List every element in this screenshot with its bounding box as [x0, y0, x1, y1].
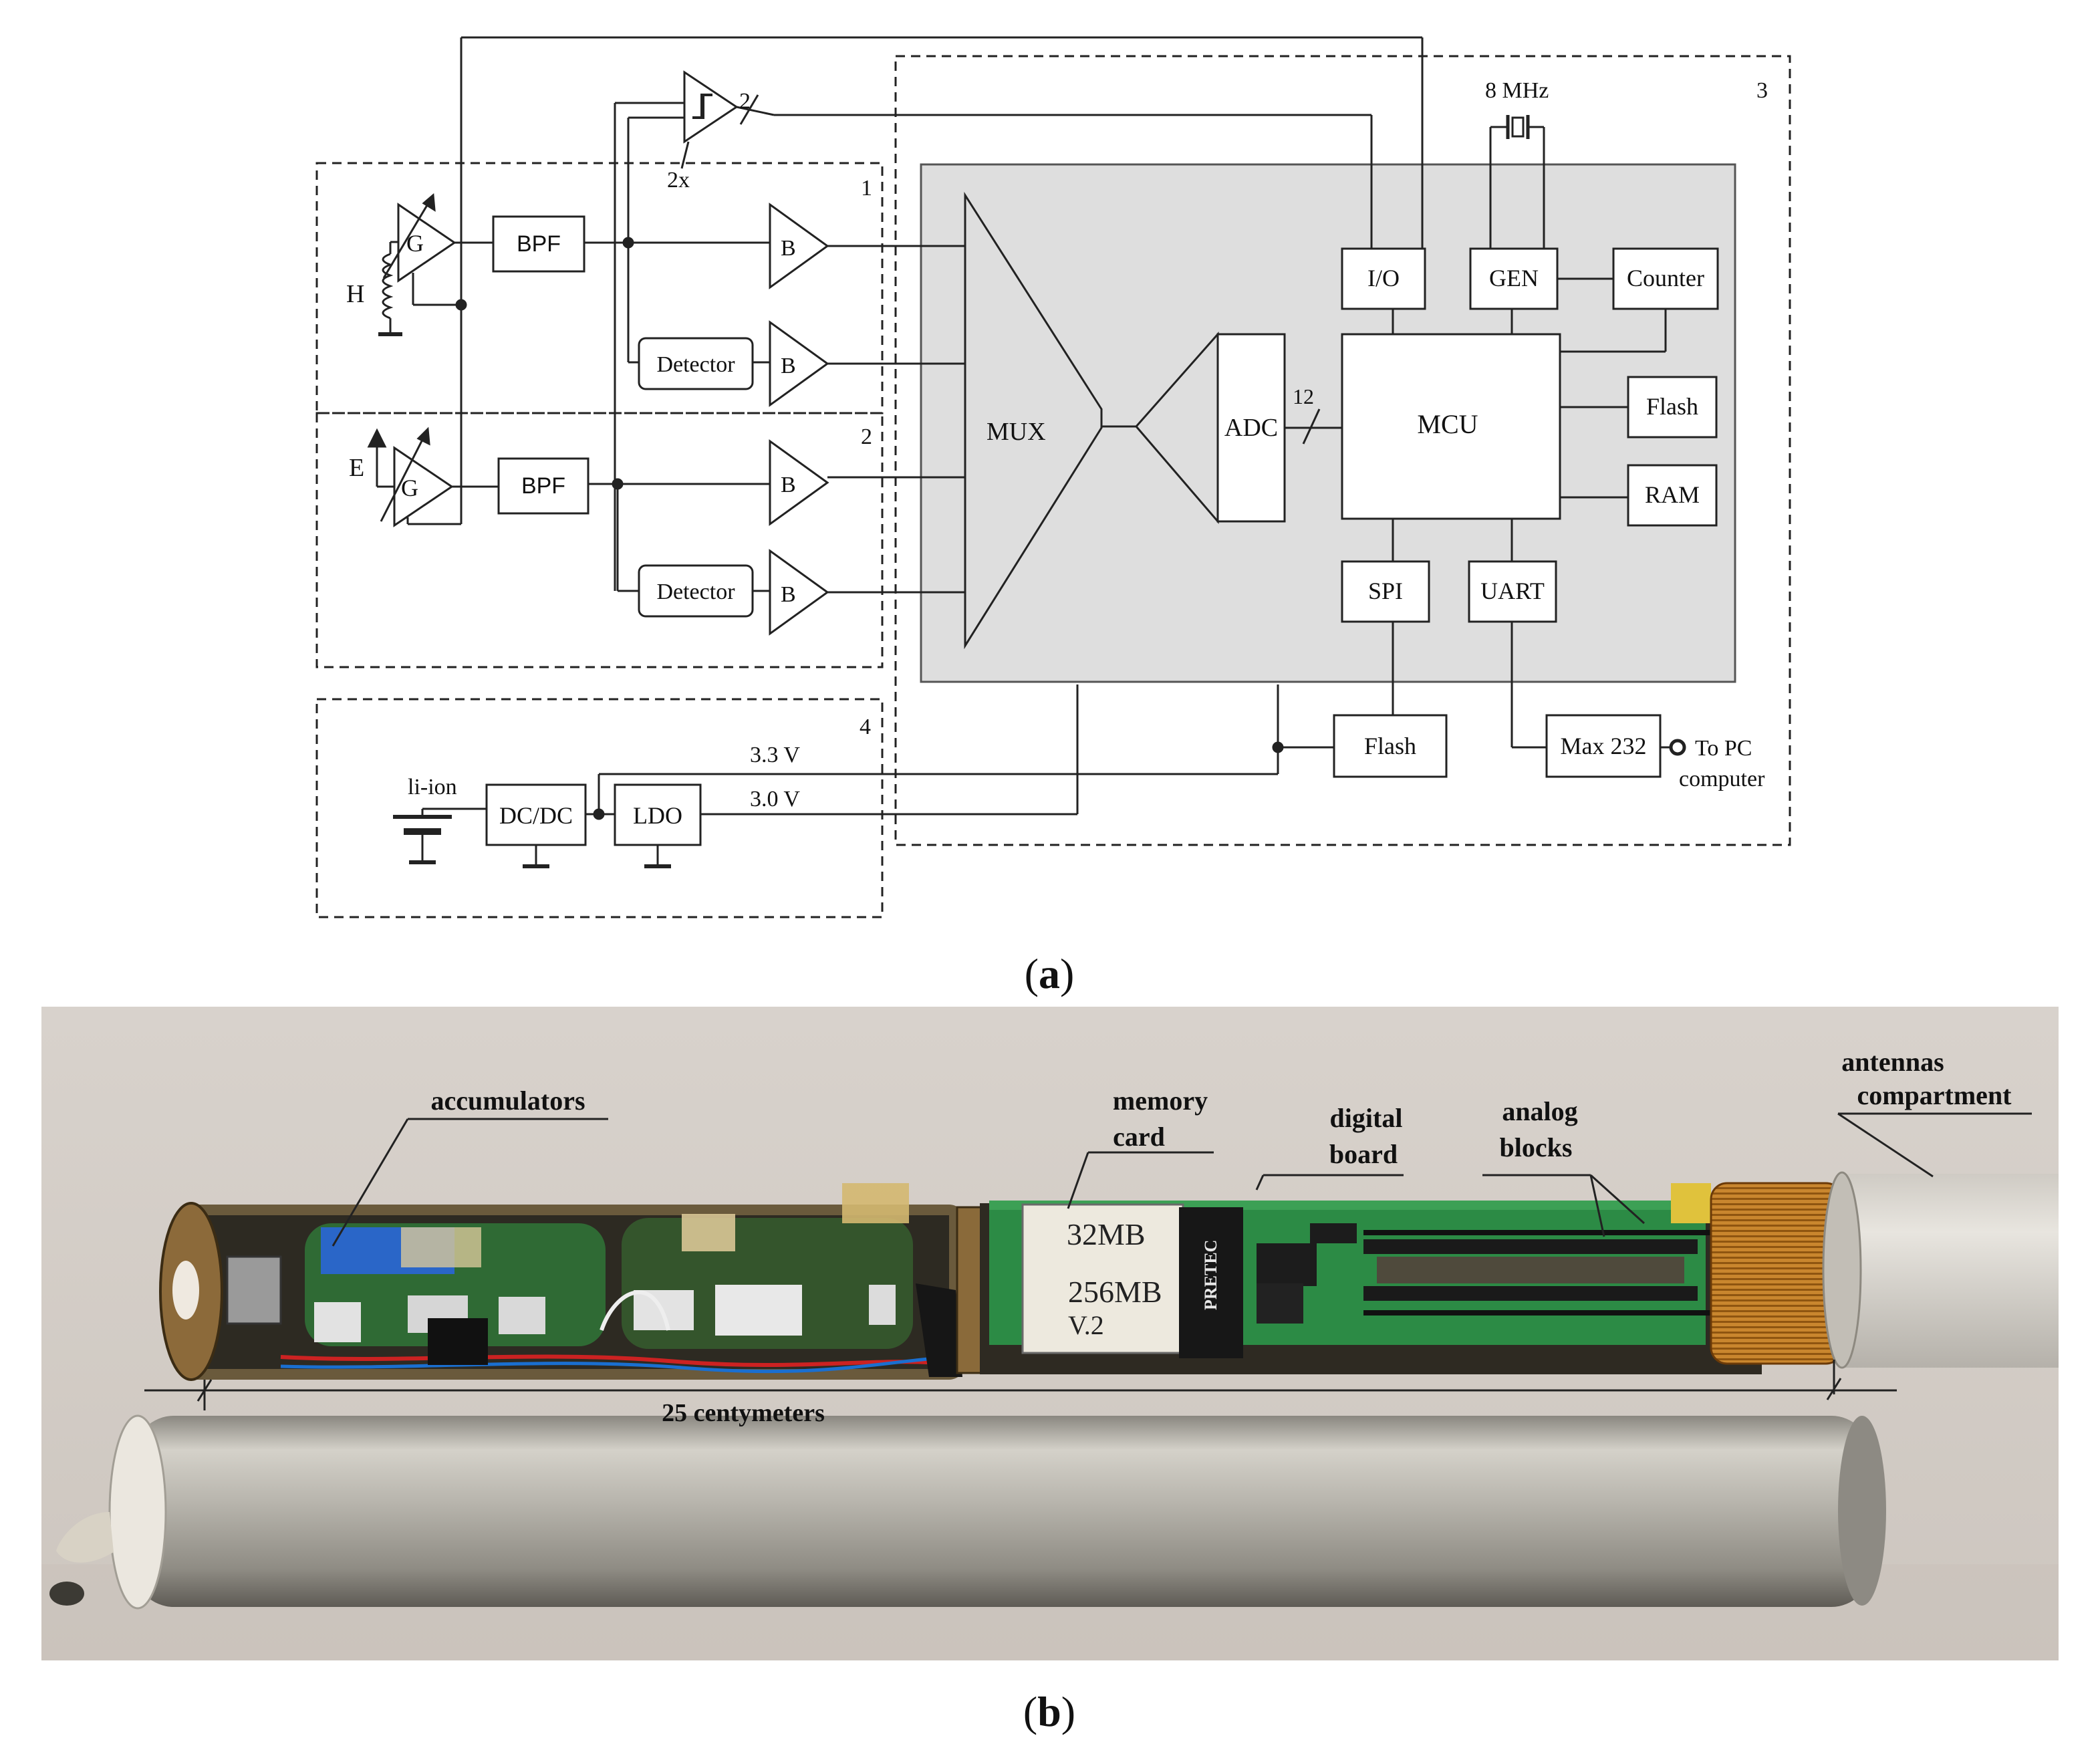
e-antenna-icon [367, 428, 394, 488]
caption-a: (a) [1025, 950, 1075, 997]
card-text-2: 256MB [1068, 1275, 1162, 1309]
io-label: I/O [1367, 265, 1400, 291]
spi-label: SPI [1368, 578, 1403, 604]
open-probe-body: 32MB 256MB V.2 PRETEC [159, 1171, 2059, 1381]
tube-tip [49, 1582, 84, 1606]
flash-block-bottom [1333, 714, 1448, 778]
mcu [1341, 333, 1561, 520]
label-antennas-2: compartment [1857, 1080, 2012, 1110]
to-pc-label-2: computer [1679, 767, 1765, 791]
flash-right-label: Flash [1646, 393, 1698, 420]
memory-card [1021, 1203, 1184, 1354]
label-digital-board-2: board [1329, 1139, 1398, 1169]
bus-12-label: 12 [1293, 384, 1314, 408]
uart-label: UART [1480, 578, 1545, 604]
pc-port-icon [1669, 739, 1686, 756]
label-antennas-1: antennas [1841, 1047, 1944, 1077]
block-number-4: 4 [860, 715, 871, 739]
schmitt-comparator [683, 70, 739, 144]
gen-label: GEN [1489, 265, 1539, 291]
comparator-multiplier-label: 2x [667, 168, 690, 193]
block-number-2: 2 [861, 424, 872, 449]
mux-label: MUX [987, 418, 1046, 446]
crystal-label: 8 MHz [1485, 78, 1549, 103]
e-antenna-label: E [349, 454, 364, 482]
dcdc-label: DC/DC [499, 802, 573, 829]
label-memory-card-2: card [1113, 1122, 1165, 1152]
buffer-4 [769, 549, 829, 636]
ram-label: RAM [1645, 481, 1700, 508]
label-accumulators: accumulators [430, 1086, 585, 1116]
buffer-4-label: B [781, 582, 796, 607]
h-antenna-label: H [346, 280, 364, 308]
flash-block-right [1627, 376, 1718, 439]
mcu-label: MCU [1417, 409, 1478, 439]
gain-amp-2 [393, 446, 454, 527]
block-2-frame [315, 412, 884, 668]
card-brand: PRETEC [1201, 1240, 1220, 1310]
max232-block [1545, 714, 1662, 778]
card-text-1: 32MB [1067, 1217, 1146, 1251]
mux [964, 191, 1103, 650]
label-digital-board-1: digital [1330, 1103, 1403, 1133]
end-cap-hole [172, 1261, 199, 1320]
adc-label: ADC [1224, 414, 1278, 442]
detector-2-label: Detector [656, 580, 735, 604]
antenna-compartment-tube [1842, 1174, 2059, 1368]
flash-bottom-label: Flash [1364, 733, 1416, 759]
caption-b: (b) [1023, 1688, 1075, 1735]
panel-a-block-diagram: 1 2 3 4 H G BPF B [315, 36, 1791, 997]
gain-amp-2-label: G [401, 475, 418, 501]
buffer-1-label: B [781, 236, 796, 261]
to-pc-label-1: To PC [1695, 736, 1752, 761]
bus-2-label: 2 [739, 89, 751, 114]
uart-block [1468, 560, 1557, 623]
bpf-1-label: BPF [517, 231, 561, 257]
length-dimension-line [144, 1360, 1897, 1410]
label-memory-card-1: memory [1113, 1086, 1208, 1116]
gain-amp-1-label: G [406, 230, 424, 257]
buffer-3-label: B [781, 473, 796, 497]
block-3-frame [894, 55, 1791, 846]
card-text-3: V.2 [1068, 1310, 1104, 1340]
aluminium-housing-tube [49, 1414, 1886, 1610]
label-analog-blocks-1: analog [1502, 1096, 1577, 1126]
gen-block [1469, 247, 1559, 310]
buffer-2-label: B [781, 354, 796, 378]
length-label: 25 centymeters [662, 1399, 825, 1427]
buffer-2 [769, 320, 829, 407]
v33-label: 3.3 V [750, 743, 800, 767]
counter-label: Counter [1627, 265, 1704, 291]
battery-label: li-ion [408, 775, 457, 799]
block-4-frame [315, 698, 884, 918]
block-number-1: 1 [861, 176, 872, 201]
detector-1-label: Detector [656, 352, 735, 377]
schmitt-trigger-icon [692, 94, 712, 119]
card-chip [1179, 1207, 1243, 1358]
block-number-3: 3 [1756, 78, 1768, 103]
v30-label: 3.0 V [750, 787, 800, 811]
panel-b-device-photo: 32MB 256MB V.2 PRETEC [41, 1007, 2059, 1735]
bpf-2 [497, 457, 589, 515]
gain-amp-1 [397, 203, 456, 283]
h-antenna-coil-icon [378, 241, 402, 336]
block-1-frame [315, 162, 884, 414]
spi-block [1341, 560, 1430, 623]
bpf-1 [492, 215, 585, 273]
max232-label: Max 232 [1561, 733, 1647, 759]
io-block [1341, 247, 1426, 310]
buffer-3 [769, 439, 829, 526]
ldo-label: LDO [633, 802, 682, 829]
detector-1 [638, 337, 754, 390]
crystal-icon [1506, 115, 1530, 139]
ram-block [1627, 464, 1718, 527]
adc [1216, 333, 1286, 523]
counter-block [1612, 247, 1719, 310]
bpf-2-label: BPF [521, 473, 565, 499]
label-analog-blocks-2: blocks [1500, 1132, 1573, 1162]
digital-board-area [920, 163, 1736, 683]
battery-icon [393, 807, 487, 864]
buffer-1 [769, 203, 829, 289]
